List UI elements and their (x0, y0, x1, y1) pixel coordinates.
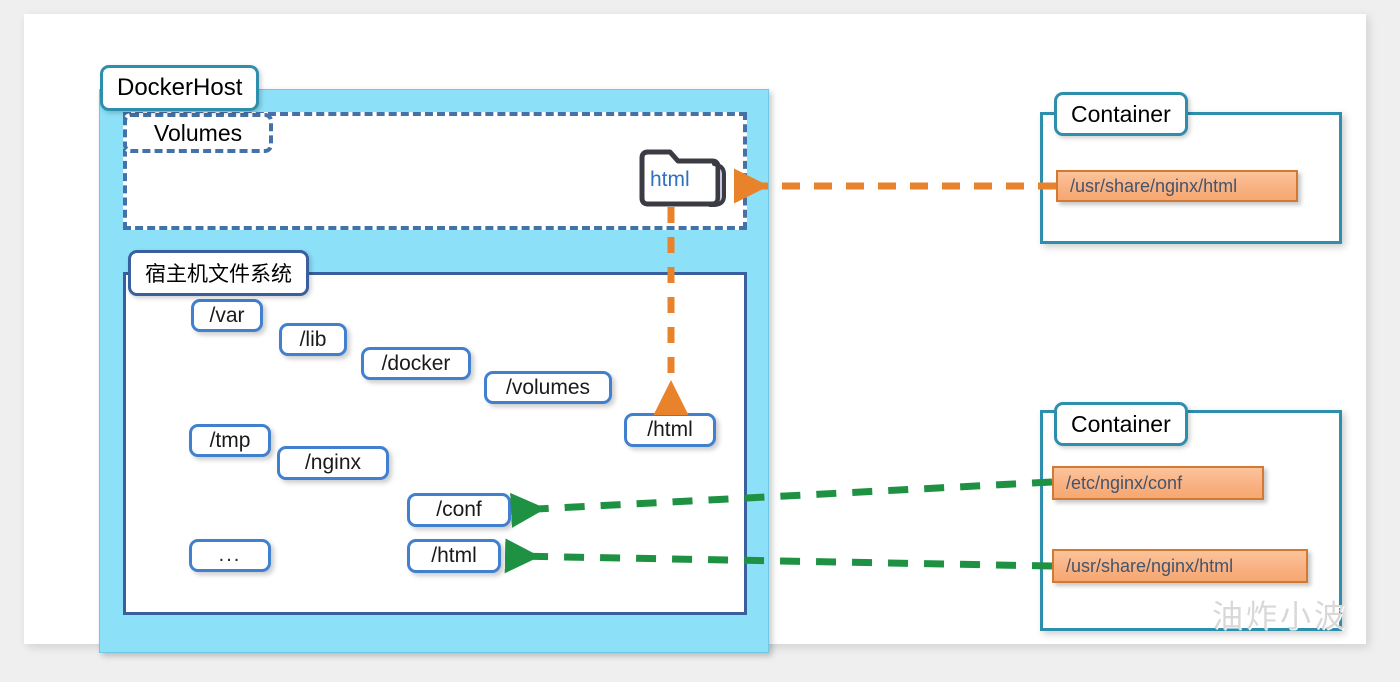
container-1-title: Container (1054, 92, 1188, 136)
slide-surface: /var /lib /docker /volumes /html /tmp /n… (24, 14, 1366, 653)
container-1-path-usr-share-nginx-html[interactable]: /usr/share/nginx/html (1056, 170, 1298, 202)
tree-node-var[interactable]: /var (191, 299, 263, 332)
tree-node-more[interactable]: ... (189, 539, 271, 572)
tree-node-volumes-html[interactable]: /html (624, 413, 716, 447)
container-2-title: Container (1054, 402, 1188, 446)
html-folder-icon[interactable]: html (636, 148, 732, 210)
filesystem-tree: /var /lib /docker /volumes /html /tmp /n… (24, 14, 1366, 644)
tree-node-docker[interactable]: /docker (361, 347, 471, 380)
container-2-path-usr-share-nginx-html[interactable]: /usr/share/nginx/html (1052, 549, 1308, 583)
folder-label: html (650, 168, 690, 191)
container-box-2 (1040, 410, 1342, 631)
tree-node-volumes[interactable]: /volumes (484, 371, 612, 404)
dockerhost-title: DockerHost (100, 65, 260, 111)
tree-node-tmp[interactable]: /tmp (189, 424, 271, 457)
host-filesystem-title: 宿主机文件系统 (128, 250, 309, 296)
tree-node-nginx-html[interactable]: /html (407, 539, 501, 573)
tree-node-conf[interactable]: /conf (407, 493, 511, 527)
tree-node-nginx[interactable]: /nginx (277, 446, 389, 480)
watermark: 油炸小波 (1212, 599, 1348, 635)
volumes-title: Volumes (123, 113, 273, 153)
container-2-path-etc-nginx-conf[interactable]: /etc/nginx/conf (1052, 466, 1264, 500)
tree-node-lib[interactable]: /lib (279, 323, 347, 356)
folder-glyph (639, 149, 726, 207)
